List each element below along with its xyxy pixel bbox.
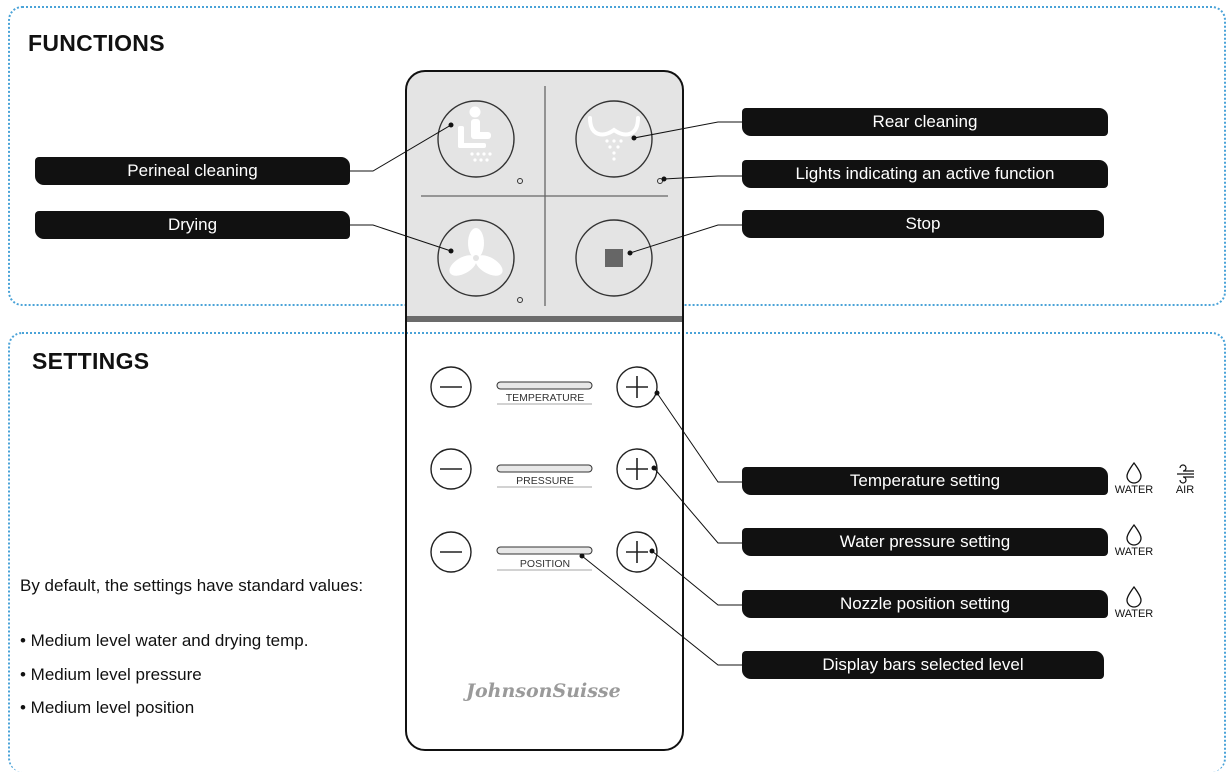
- position-minus-button: [430, 531, 472, 573]
- pressure-row: [430, 448, 658, 490]
- leader-lines: [350, 121, 742, 666]
- rear-cleaning-label: Rear cleaning: [742, 108, 1108, 136]
- leader-temperature: [656, 392, 742, 483]
- perineal-icon: [458, 106, 492, 162]
- settings-title: SETTINGS: [32, 348, 150, 374]
- brand-logo: JohnsonSuisse: [466, 680, 621, 702]
- air-caption: AIR: [1175, 484, 1195, 496]
- default-item-position: • Medium level position: [20, 698, 195, 717]
- leader-rear: [633, 121, 742, 139]
- rear-spray-dots: [605, 139, 623, 161]
- leader-lights: [663, 175, 742, 180]
- position-row: [430, 531, 658, 573]
- display-bars-label: Display bars selected level: [742, 651, 1104, 679]
- leader-display: [581, 555, 742, 666]
- drying-active-light: [517, 297, 523, 303]
- functions-title: FUNCTIONS: [28, 30, 165, 56]
- temperature-minus-button: [430, 366, 472, 408]
- stop-square-icon: [605, 249, 623, 267]
- perineal-button[interactable]: [437, 100, 523, 184]
- remote-control: [405, 70, 684, 751]
- perineal-active-light: [517, 178, 523, 184]
- default-item-temp: • Medium level water and drying temp.: [20, 631, 309, 650]
- water-caption: WATER: [1114, 484, 1154, 496]
- default-item-pressure: • Medium level pressure: [20, 665, 202, 684]
- temperature-setting-label: Temperature setting: [742, 467, 1108, 495]
- leader-stop: [629, 224, 742, 254]
- pressure-level-bar: [496, 464, 593, 473]
- drying-button[interactable]: [437, 219, 523, 303]
- stop-label: Stop: [742, 210, 1104, 238]
- leader-drying: [350, 224, 452, 252]
- fan-icon: [449, 228, 503, 276]
- pressure-minus-button: [430, 448, 472, 490]
- position-plus-button: [616, 531, 658, 573]
- leader-position: [651, 550, 742, 606]
- leader-perineal: [350, 124, 452, 172]
- water-drop-icon: [1126, 524, 1142, 546]
- temperature-bar-caption: TEMPERATURE: [506, 392, 585, 404]
- water-drop-icon: [1126, 462, 1142, 484]
- water-pressure-label: Water pressure setting: [742, 528, 1108, 556]
- water-badge-position: WATER: [1114, 586, 1154, 620]
- nozzle-position-label: Nozzle position setting: [742, 590, 1108, 618]
- defaults-intro: By default, the settings have standard v…: [20, 576, 364, 595]
- water-badge-pressure: WATER: [1114, 524, 1154, 558]
- air-wind-icon: [1177, 464, 1194, 484]
- stop-button[interactable]: [575, 219, 653, 297]
- remote-divider: [407, 316, 682, 322]
- water-drop-icon: [1126, 586, 1142, 608]
- rear-button[interactable]: [575, 100, 663, 184]
- rear-cleaning-icon: [588, 116, 640, 137]
- drying-label: Drying: [35, 211, 350, 239]
- temperature-plus-button: [616, 366, 658, 408]
- settings-section: [8, 332, 1226, 772]
- air-badge: AIR: [1168, 462, 1202, 496]
- water-badge-temperature: WATER: [1114, 462, 1154, 496]
- leader-dots: [448, 122, 667, 559]
- pressure-bar-caption: PRESSURE: [516, 475, 574, 487]
- water-caption: WATER: [1114, 546, 1154, 558]
- temperature-row: [430, 366, 658, 408]
- temperature-level-bar: [496, 381, 593, 390]
- position-bar-caption: POSITION: [520, 558, 570, 570]
- perineal-cleaning-label: Perineal cleaning: [35, 157, 350, 185]
- position-level-bar: [496, 546, 593, 555]
- remote-outline: [405, 70, 684, 751]
- lights-label: Lights indicating an active function: [742, 160, 1108, 188]
- water-caption: WATER: [1114, 608, 1154, 620]
- pressure-plus-button: [616, 448, 658, 490]
- leader-pressure: [653, 467, 742, 544]
